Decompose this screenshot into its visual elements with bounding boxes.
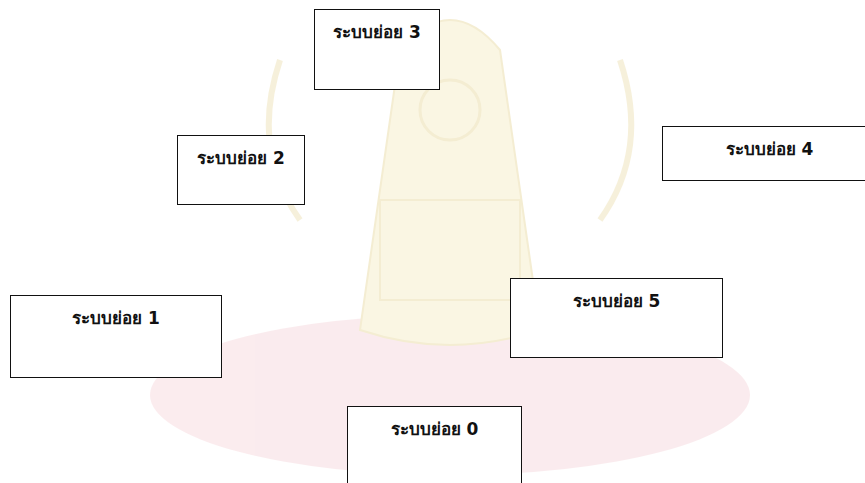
- subsystem-box: ระบบย่อย 1: [10, 295, 222, 378]
- subsystem-label: ระบบย่อย 3: [315, 10, 439, 45]
- subsystem-label: ระบบย่อย 1: [11, 296, 221, 331]
- subsystem-box: ระบบย่อย 3: [314, 9, 440, 90]
- subsystem-label: ระบบย่อย 0: [348, 407, 521, 442]
- subsystem-box: ระบบย่อย 2: [177, 135, 305, 205]
- subsystem-label: ระบบย่อย 4: [663, 127, 865, 162]
- subsystem-label: ระบบย่อย 5: [511, 279, 722, 314]
- subsystem-box: ระบบย่อย 4: [662, 126, 865, 181]
- subsystem-label: ระบบย่อย 2: [178, 136, 304, 171]
- subsystem-box: ระบบย่อย 0: [347, 406, 522, 483]
- subsystem-box: ระบบย่อย 5: [510, 278, 723, 358]
